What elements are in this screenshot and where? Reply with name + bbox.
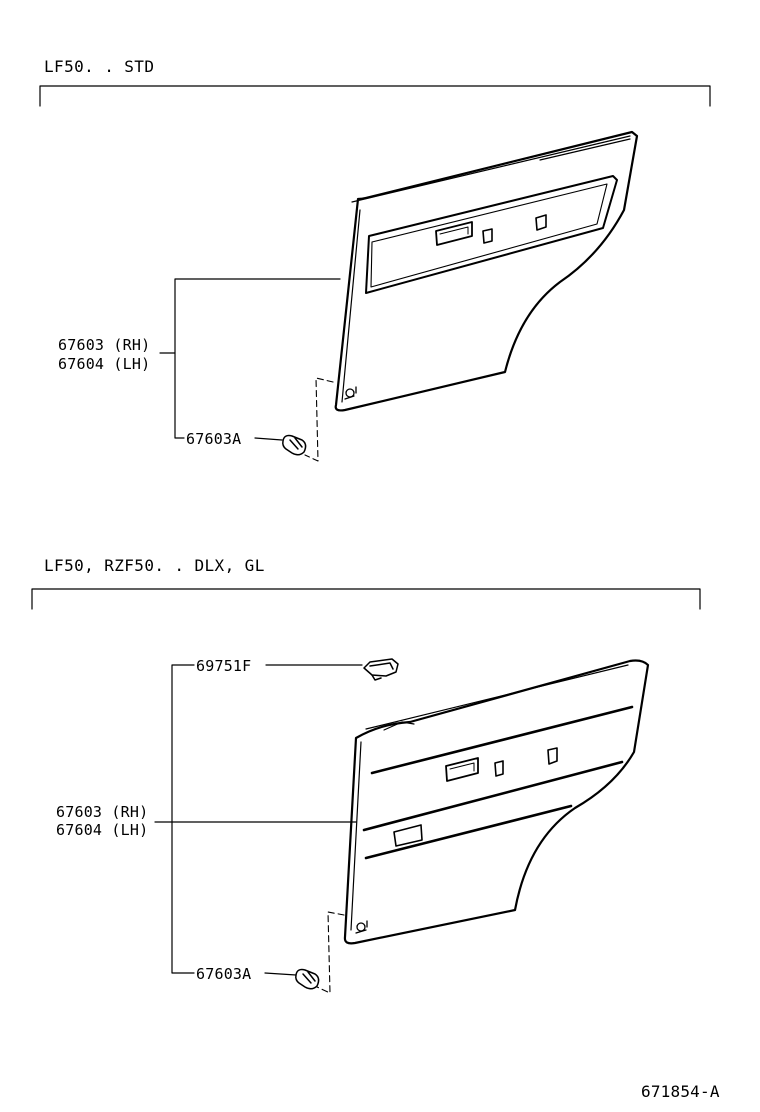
section-2-clip-label: 67603A [196, 965, 252, 983]
section-1-clip-dashed-guide [304, 377, 334, 462]
section-2-clip-dashed-guide [316, 911, 345, 994]
section-2-leader-lines [154, 664, 363, 976]
drawing-number: 671854-A [641, 1082, 720, 1101]
section-1-leader-lines [159, 278, 341, 441]
section-1-part-lh-label: 67604 (LH) [58, 355, 151, 373]
section-2-part-rh-label: 67603 (RH) [56, 803, 149, 821]
section-2-pull-handle-part [363, 658, 399, 681]
section-1-part-rh-label: 67603 (RH) [58, 336, 151, 354]
section-1-door-trim-panel [334, 130, 639, 412]
section-2-clip-fastener [295, 968, 320, 990]
section-2-door-trim-panel [343, 659, 650, 945]
section-2-title: LF50, RZF50. . DLX, GL [44, 556, 265, 575]
section-1-bracket [39, 85, 711, 107]
section-1-clip-label: 67603A [186, 430, 242, 448]
section-1-title: LF50. . STD [44, 57, 155, 76]
section-2-pull-handle-label: 69751F [196, 657, 252, 675]
section-2-part-lh-label: 67604 (LH) [56, 821, 149, 839]
section-1-clip-fastener [282, 434, 307, 456]
section-2-bracket [31, 588, 701, 610]
